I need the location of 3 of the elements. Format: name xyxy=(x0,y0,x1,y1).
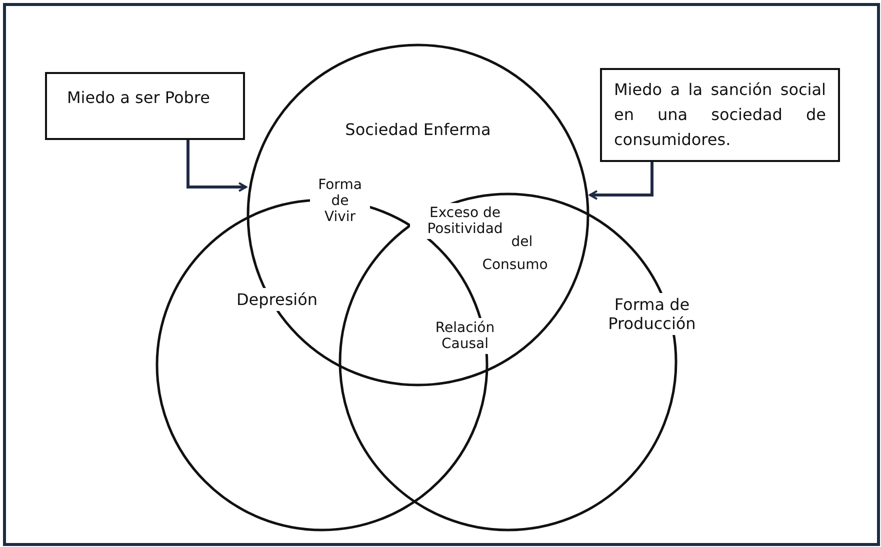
arrow xyxy=(186,140,247,192)
text-box: Miedo a ser Pobre xyxy=(45,72,245,140)
text-box: Miedo a la sanción social en una sociedad de consumidores. xyxy=(600,68,840,162)
